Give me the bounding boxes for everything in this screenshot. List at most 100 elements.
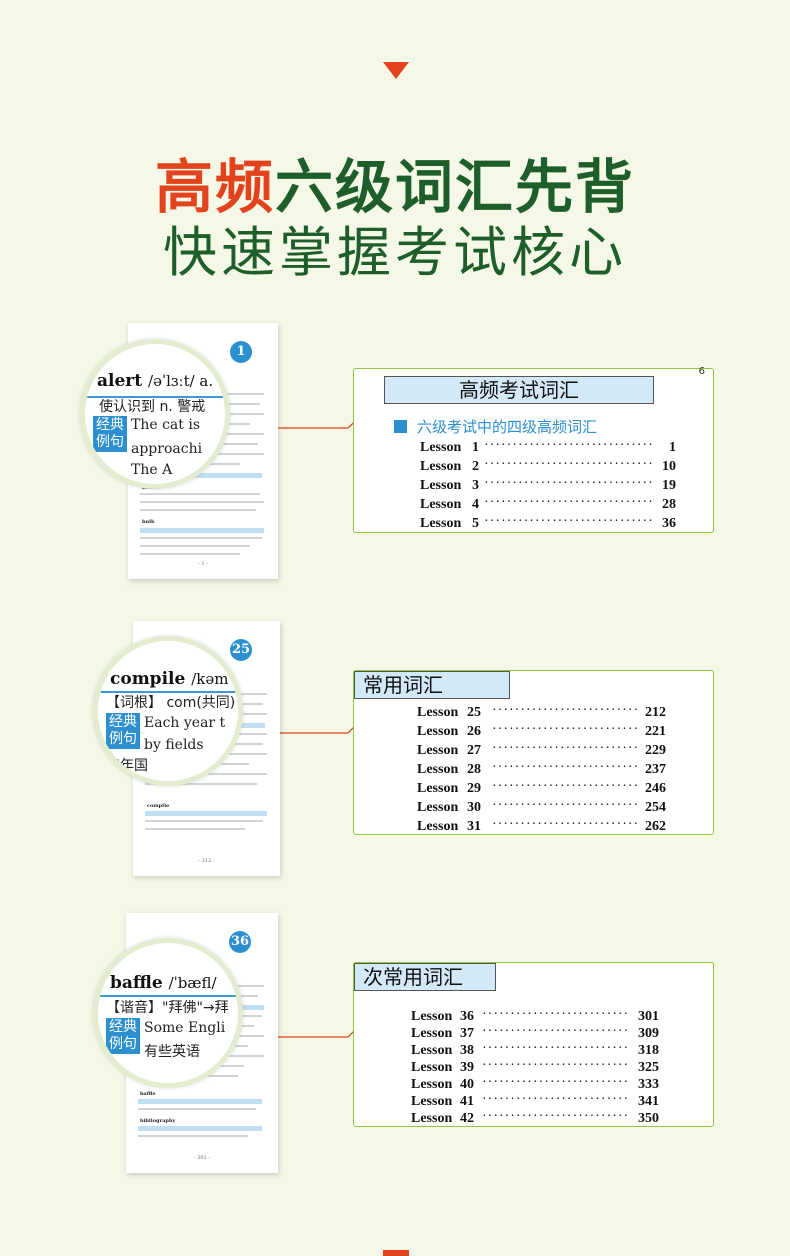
toc-row-lesson-number: 25 <box>467 705 481 720</box>
toc-row-label: Lesson <box>420 440 462 455</box>
toc-row-page: 1 <box>669 440 676 455</box>
page-entry-word: bulk <box>142 519 155 525</box>
toc-row-lesson-number: 28 <box>467 762 481 777</box>
page-entry-word: compile <box>147 803 170 809</box>
lens-example-line: The A <box>131 462 173 478</box>
toc-title: 高频考试词汇 <box>384 376 654 404</box>
lens-word: compile /kəm <box>110 669 228 689</box>
toc-row-leader-dots: ········································… <box>492 817 640 832</box>
toc-row-label: Lesson <box>417 743 459 758</box>
page-number: - 212 - <box>198 858 215 864</box>
page-entry-word: bibliography <box>140 1118 176 1124</box>
toc-row-label: Lesson <box>417 705 459 720</box>
toc-title: 次常用词汇 <box>354 963 496 991</box>
magnifier-lens: alert /əˈlɜːt/ a. 使认识到 n. 警戒 经典例句 The ca… <box>80 339 230 489</box>
toc-row-page: 341 <box>638 1094 659 1109</box>
toc-row-lesson-number: 37 <box>460 1026 474 1041</box>
toc-row-lesson-number: 36 <box>460 1009 474 1024</box>
toc-row-page: 262 <box>645 819 666 834</box>
toc-row-label: Lesson <box>420 497 462 512</box>
toc-row-lesson-number: 41 <box>460 1094 474 1109</box>
headline-red-text: 高频 <box>154 153 275 221</box>
toc-row-label: Lesson <box>417 781 459 796</box>
toc-row-leader-dots: ········································… <box>492 798 640 813</box>
lens-example-line: The cat is <box>131 417 201 433</box>
toc-card-2: 常用词汇 Lesson25···························… <box>353 670 714 835</box>
toc-row-page: 350 <box>638 1111 659 1126</box>
lens-ipa: /kəm <box>191 670 229 688</box>
toc-row-lesson-number: 40 <box>460 1077 474 1092</box>
lens-example-line: Some Engli <box>144 1020 226 1036</box>
toc-row-lesson-number: 29 <box>467 781 481 796</box>
toc-row-leader-dots: ········································… <box>482 1092 630 1107</box>
toc-row-leader-dots: ········································… <box>492 760 640 775</box>
toc-row-lesson-number: 42 <box>460 1111 474 1126</box>
toc-row-page: 28 <box>662 497 676 512</box>
down-arrow-icon <box>383 62 409 79</box>
toc-row-page: 318 <box>638 1043 659 1058</box>
magnifier-lens: baffle /ˈbæfl/ 【谐音】"拜佛"→拜 经典例句 Some Engl… <box>93 938 243 1088</box>
magnifier-lens: compile /kəm 【词根】 com(共同) 经典例句 Each year… <box>93 636 243 786</box>
toc-row-page: 333 <box>638 1077 659 1092</box>
toc-row-label: Lesson <box>411 1009 453 1024</box>
toc-row-lesson-number: 26 <box>467 724 481 739</box>
toc-row-label: Lesson <box>411 1077 453 1092</box>
lens-line2: 使认识到 n. 警戒 <box>99 399 206 415</box>
toc-row-leader-dots: ········································… <box>492 741 640 756</box>
lens-example-line: 每年国 <box>106 758 148 774</box>
lens-ipa: /əˈlɜːt/ a. <box>148 372 214 390</box>
lens-word: baffle /ˈbæfl/ <box>110 973 217 993</box>
lens-divider <box>98 691 238 693</box>
toc-row-lesson-number: 3 <box>472 478 479 493</box>
headline-line1: 高频六级词汇先背 <box>0 140 790 224</box>
toc-row-lesson-number: 30 <box>467 800 481 815</box>
toc-subtitle: 六级考试中的四级高频词汇 <box>394 416 597 437</box>
toc-row-lesson-number: 31 <box>467 819 481 834</box>
toc-row-lesson-number: 27 <box>467 743 481 758</box>
toc-row-page: 221 <box>645 724 666 739</box>
lens-tag: 经典例句 <box>106 1018 140 1054</box>
toc-row-lesson-number: 1 <box>472 440 479 455</box>
toc-row-leader-dots: ········································… <box>482 1041 630 1056</box>
lens-tag: 经典例句 <box>93 416 127 452</box>
lens-tag: 经典例句 <box>106 713 140 749</box>
toc-row-page: 36 <box>662 516 676 531</box>
lesson-badge: 25 <box>230 639 252 661</box>
lens-word-text: baffle <box>110 973 163 993</box>
toc-row-page: 309 <box>638 1026 659 1041</box>
toc-row-leader-dots: ········································… <box>484 457 652 472</box>
lens-example-line: by fields <box>144 737 204 753</box>
toc-row-label: Lesson <box>417 724 459 739</box>
toc-row-leader-dots: ········································… <box>482 1024 630 1039</box>
toc-row-lesson-number: 5 <box>472 516 479 531</box>
toc-row-leader-dots: ········································… <box>484 514 652 529</box>
headline-green-text: 六级词汇先背 <box>275 153 636 221</box>
toc-row-page: 10 <box>662 459 676 474</box>
toc-row-label: Lesson <box>411 1043 453 1058</box>
toc-row-lesson-number: 2 <box>472 459 479 474</box>
lens-example-line: 有些英语 <box>144 1044 200 1060</box>
lens-word: alert /əˈlɜːt/ a. <box>97 371 213 391</box>
lens-example-line: Each year t <box>144 715 226 731</box>
toc-row-label: Lesson <box>411 1060 453 1075</box>
toc-row-leader-dots: ········································… <box>492 779 640 794</box>
toc-row-page: 301 <box>638 1009 659 1024</box>
toc-row-page: 325 <box>638 1060 659 1075</box>
lens-line2: 【谐音】"拜佛"→拜 <box>106 1000 229 1016</box>
toc-row-leader-dots: ········································… <box>492 703 640 718</box>
lens-ipa: /ˈbæfl/ <box>168 974 217 992</box>
lens-line2: 【词根】 com(共同) <box>106 695 236 711</box>
toc-row-leader-dots: ········································… <box>484 476 652 491</box>
toc-row-leader-dots: ········································… <box>492 722 640 737</box>
toc-row-label: Lesson <box>417 819 459 834</box>
toc-row-leader-dots: ········································… <box>484 495 652 510</box>
toc-row-page: 246 <box>645 781 666 796</box>
toc-subtitle-text: 六级考试中的四级高频词汇 <box>417 418 598 436</box>
toc-row-leader-dots: ········································… <box>482 1007 630 1022</box>
lens-word-text: compile <box>110 669 186 689</box>
toc-row-label: Lesson <box>420 516 462 531</box>
toc-row-leader-dots: ········································… <box>484 438 652 453</box>
toc-row-label: Lesson <box>417 762 459 777</box>
toc-row-leader-dots: ········································… <box>482 1075 630 1090</box>
